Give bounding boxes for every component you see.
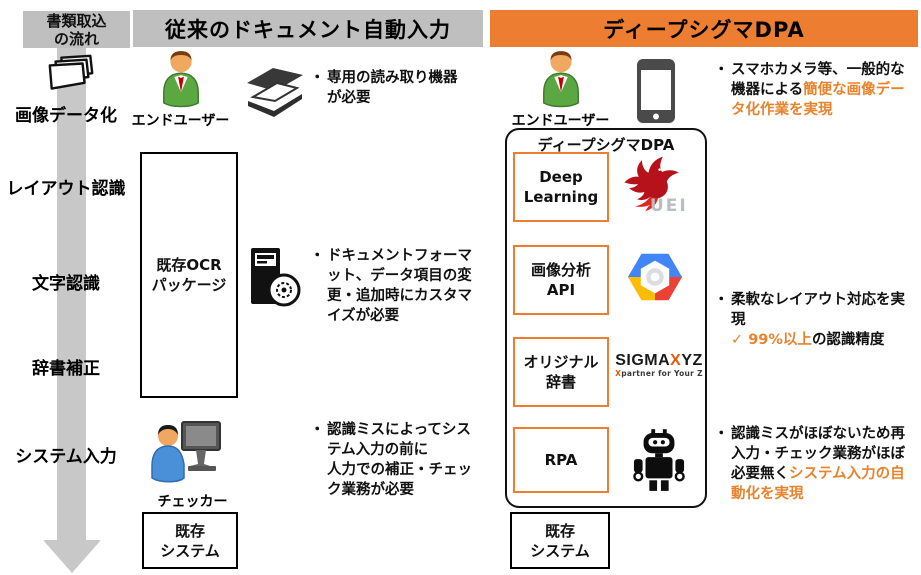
flow-step-image-digitization: 画像データ化 [15,106,117,126]
dpa-layout-note: ・ 柔軟なレイアウト対応を実現 ✓ 99%以上の認識精度 [714,290,916,350]
legacy-ocr-package-box: 既存OCR パッケージ [140,152,238,398]
bullet-marker: ・ [310,248,325,264]
flow-arrow-head [43,540,101,573]
bullet-marker: ・ [714,62,729,78]
dpa-layout-note-black: 柔軟なレイアウト対応を実現 [731,292,905,328]
dpa-camera-note-text: スマホカメラ等、一般的な機器による簡便な画像データ化作業を実現 [731,60,912,120]
end-user-icon [538,48,584,112]
bullet-marker: ・ [310,70,325,86]
flow-step-layout-recognition: レイアウト認識 [6,179,126,199]
legacy-checker-note-text: 認識ミスによってシステム入力の前に 人力での補正・チェック業務が必要 [327,422,472,498]
dpa-module-original-dictionary: オリジナル 辞書 [513,337,609,407]
dpa-module-deep-learning: Deep Learning [513,152,609,222]
dpa-module-image-analysis-api: 画像分析 API [513,245,609,315]
dpa-automation-black: 認識ミスがほぼないため再入力・チェック業務がほぼ必要無く [731,426,905,482]
sigmaxyz-tagline: Xpartner for Your Z [609,369,709,378]
end-user-icon [158,48,204,112]
legacy-scanner-note: ・ 専用の読み取り機器が必要 [310,68,470,108]
sigmaxyz-logo-text: SIGMAXYZ [609,353,709,369]
dpa-accuracy-orange: 99%以上 [748,332,812,348]
google-cloud-logo [626,246,684,312]
legacy-end-user-label: エンドユーザー [131,113,230,129]
dpa-system-label: 既存 システム [530,521,590,560]
sigmaxyz-tagline-x: X [615,369,622,378]
dpa-module-original-dictionary-label: オリジナル 辞書 [523,353,599,391]
sigmaxyz-x: X [670,352,682,369]
dpa-camera-note: ・ スマホカメラ等、一般的な機器による簡便な画像データ化作業を実現 [714,60,912,120]
dpa-system-box: 既存 システム [510,512,610,569]
dpa-column-header: ディープシグマDPA [490,10,918,47]
dpa-automation-note-text: 認識ミスがほぼないため再入力・チェック業務がほぼ必要無くシステム入力の自動化を実… [731,424,918,504]
dpa-accuracy-black: の認識精度 [811,332,885,348]
uei-dragon-logo [618,154,682,218]
smartphone-icon [636,58,676,128]
scanner-icon [246,66,304,122]
dpa-layout-note-text: 柔軟なレイアウト対応を実現 ✓ 99%以上の認識精度 [731,290,916,350]
legacy-checker-label: チェッカー [157,494,228,510]
dpa-module-deep-learning-label: Deep Learning [523,168,599,206]
dpa-camera-note-orange: 簡便な画像データ化作業を実現 [731,82,905,118]
dpa-module-rpa-label: RPA [544,451,578,469]
software-package-icon [245,245,301,315]
legacy-scanner-note-text: 専用の読み取り機器が必要 [327,70,458,106]
dpa-module-rpa: RPA [513,427,609,493]
legacy-ocr-package-label: 既存OCR パッケージ [151,256,227,294]
dpa-accuracy-line: ✓ 99%以上の認識精度 [731,330,916,350]
uei-logo-text: UEI [650,196,688,216]
check-icon: ✓ [731,332,744,348]
flow-step-character-recognition: 文字認識 [32,274,100,294]
legacy-system-label: 既存 システム [160,521,220,560]
bullet-marker: ・ [714,292,729,308]
legacy-ocr-note: ・ ドキュメントフォーマット、データ項目の変更・追加時にカスタマイズが必要 [310,246,472,326]
dpa-module-image-analysis-api-label: 画像分析 API [530,261,591,299]
legacy-column-header: 従来のドキュメント自動入力 [133,10,483,47]
dpa-end-user-label: エンドユーザー [511,113,610,129]
bullet-marker: ・ [714,426,729,442]
bullet-marker: ・ [310,422,325,438]
sigmaxyz-logo: SIGMAXYZ Xpartner for Your Z [609,353,709,379]
flow-arrow-shaft [57,40,86,540]
robot-icon [632,428,686,498]
sigmaxyz-post: YZ [681,352,703,369]
flow-step-dictionary-correction: 辞書補正 [32,359,100,379]
dpa-automation-orange: システム入力の自動化を実現 [731,466,905,502]
documents-icon [44,50,98,108]
legacy-ocr-note-text: ドキュメントフォーマット、データ項目の変更・追加時にカスタマイズが必要 [327,248,472,324]
flow-title-band: 書類取込 の流れ [23,11,130,48]
dpa-camera-note-black: スマホカメラ等、一般的な機器による [731,62,905,98]
checker-icon [148,416,224,496]
dpa-stack-title: ディープシグマDPA [537,136,675,154]
flow-title: 書類取込 の流れ [46,11,107,48]
flow-step-system-input: システム入力 [15,447,117,467]
legacy-system-box: 既存 システム [142,512,238,569]
sigmaxyz-pre: SIGMA [615,352,671,369]
dpa-automation-note: ・ 認識ミスがほぼないため再入力・チェック業務がほぼ必要無くシステム入力の自動化… [714,424,918,504]
legacy-checker-note: ・ 認識ミスによってシステム入力の前に 人力での補正・チェック業務が必要 [310,420,475,500]
sigmaxyz-tagline-rest: partner for Your Z [621,369,703,378]
